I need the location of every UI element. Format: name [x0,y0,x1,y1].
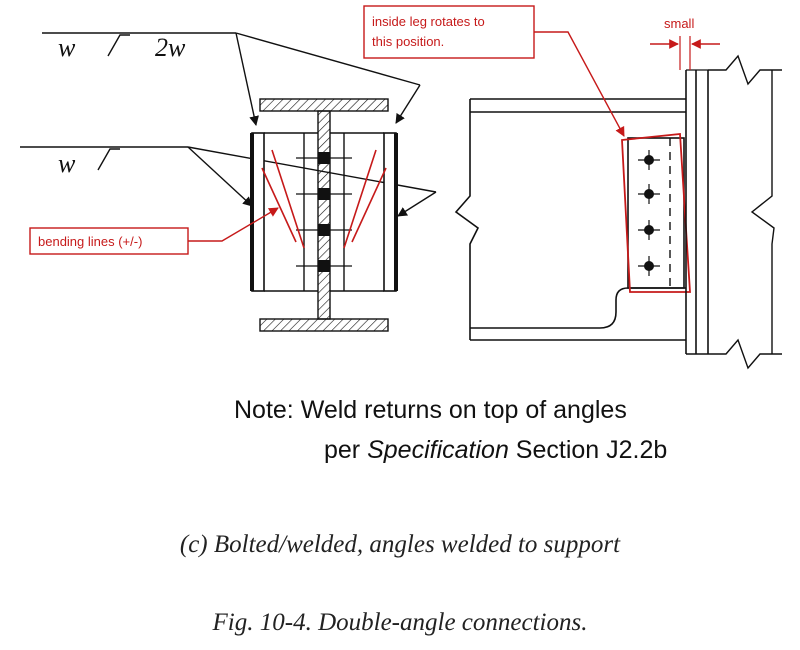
rotated-angle-outline [621,133,691,293]
bolt [644,261,654,271]
bolt-column [638,150,660,276]
column-break-line [750,70,775,354]
leader-arrow [397,191,437,217]
callout-arrow [534,31,625,137]
small-label: small [664,16,694,31]
beam-elevation-view [454,54,782,370]
column-web [317,110,331,320]
inside-leg-label-line1: inside leg rotates to [372,14,485,29]
leader-arrow [235,32,259,126]
weld-size-right: 2w [155,33,186,62]
column-bottom-flange [259,318,389,332]
bolt [318,224,330,236]
bolt [644,155,654,165]
note-line2-italic: Specification [367,436,509,464]
leader-arrow [187,146,253,207]
bolt [644,225,654,235]
note-line2-prefix: per [324,436,367,464]
angle-elevation [627,137,685,289]
note-line2: per Specification Section J2.2b [324,436,667,464]
weld-size-lower: w [58,149,76,178]
weld-symbol-bottom: w [20,146,437,217]
bolt [644,189,654,199]
small-dimension: small [650,16,720,70]
support-column [685,54,782,370]
bottom-break-line [686,338,782,370]
weld-symbol-top: w 2w [42,32,421,126]
subcaption: (c) Bolted/welded, angles welded to supp… [180,531,621,558]
bending-lines [261,149,387,249]
bolt [318,188,330,200]
inside-leg-label-line2: this position. [372,34,444,49]
beam-break-line [454,99,480,340]
note-line2-suffix: Section J2.2b [509,436,667,464]
inside-leg-callout: inside leg rotates to this position. [363,5,625,137]
bolt-row [296,152,352,272]
bolt [318,260,330,272]
top-break-line [708,54,782,86]
note-line1: Note: Weld returns on top of angles [234,396,627,424]
leader-line [235,32,421,86]
leader-arrow [395,84,421,124]
column-section-view [250,98,398,332]
bending-lines-label: bending lines (+/-) [38,234,142,249]
column-top-flange [259,98,389,112]
leader-line [187,146,437,193]
fillet-weld-symbol [97,148,120,171]
beam-cope [599,287,686,329]
fillet-weld-symbol [107,34,130,57]
bending-lines-callout: bending lines (+/-) [29,207,279,255]
figure-caption: Fig. 10-4. Double-angle connections. [212,609,588,636]
bolt [318,152,330,164]
weld-size-left: w [58,33,76,62]
callout-arrow [188,207,279,242]
